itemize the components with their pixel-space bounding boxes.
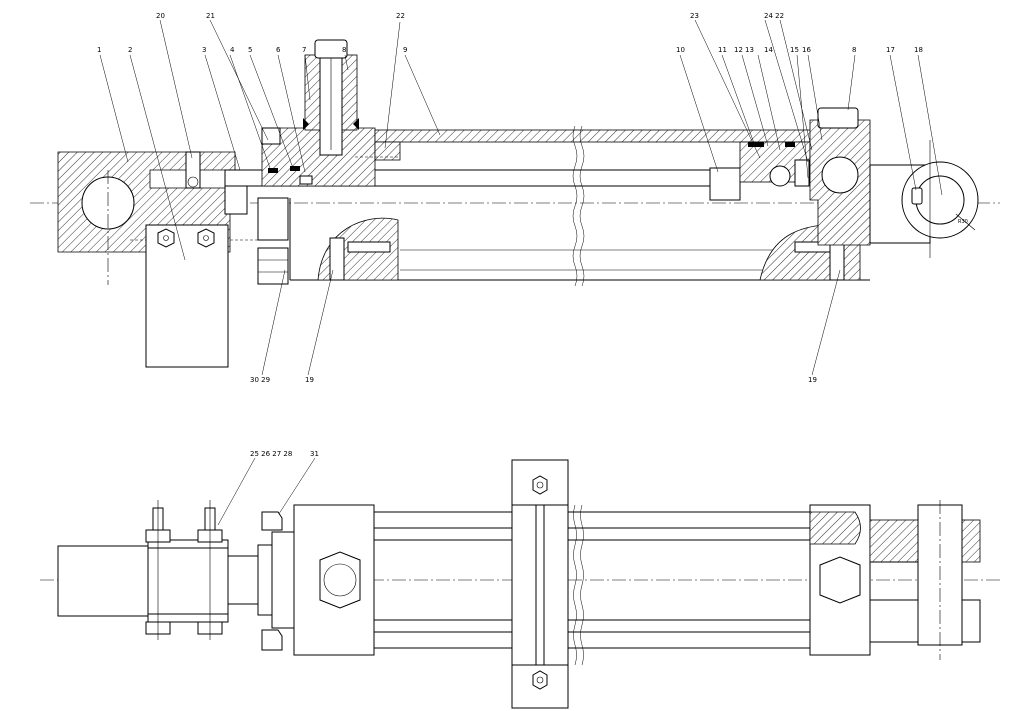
- callout-20: 20: [156, 12, 165, 20]
- hex-nut-bottom: [532, 670, 548, 690]
- callout-19-left: 19: [305, 376, 314, 384]
- callout-23: 23: [690, 12, 699, 20]
- tie-rod-nut-top: [261, 511, 283, 531]
- callout-15: 15: [790, 46, 799, 54]
- dimension-r30: R30: [958, 219, 968, 225]
- hex-bolt-head: [157, 228, 175, 248]
- part-9-cylinder-barrel: [374, 129, 821, 143]
- callout-18: 18: [914, 46, 923, 54]
- leader-lines: [99, 19, 943, 526]
- callout-25-28: 25 26 27 28: [250, 450, 292, 458]
- callout-9: 9: [403, 46, 407, 54]
- rod-gland-nut: [257, 197, 289, 241]
- left-rod-end-block: [57, 545, 149, 617]
- bottom-external-view: [40, 459, 1000, 709]
- nut-part-4: [261, 127, 281, 145]
- callout-19-right: 19: [808, 376, 817, 384]
- callout-21: 21: [206, 12, 215, 20]
- callout-11: 11: [718, 46, 727, 54]
- top-section-view: R30: [30, 39, 1000, 368]
- callout-16: 16: [802, 46, 811, 54]
- tie-rod-screw-left: [329, 237, 345, 281]
- part-10-nut: [709, 167, 741, 201]
- callout-2: 2: [128, 46, 132, 54]
- part-17-clip: [911, 187, 923, 205]
- callout-labels: 1 2 3 4 5 6 7 8 9 20 21 22 10 11 12 13 1…: [97, 12, 923, 458]
- part-8-plug-right: [817, 107, 859, 129]
- callout-31: 31: [310, 450, 319, 458]
- rear-port-hex-plug: [819, 556, 861, 604]
- callout-22: 22: [396, 12, 405, 20]
- callout-12: 12: [734, 46, 743, 54]
- callout-17: 17: [886, 46, 895, 54]
- part-30-nut: [257, 247, 289, 285]
- port-hex-plug: [319, 551, 361, 609]
- callout-13: 13: [745, 46, 754, 54]
- rod-end-stub: [224, 185, 248, 215]
- callout-1: 1: [97, 46, 101, 54]
- callout-14: 14: [764, 46, 773, 54]
- callout-8-right: 8: [852, 46, 856, 54]
- gland-ring: [257, 544, 273, 616]
- callout-5: 5: [248, 46, 252, 54]
- callout-7: 7: [302, 46, 306, 54]
- hex-nut-top: [532, 475, 548, 495]
- part-20-set-screw: [185, 151, 201, 189]
- gland-flange: [271, 531, 295, 629]
- tie-rod-nut-bottom: [261, 629, 283, 651]
- callout-30-29: 30 29: [250, 376, 270, 384]
- rod-section: [227, 555, 259, 605]
- callout-4: 4: [230, 46, 235, 54]
- callout-8-left: 8: [342, 46, 346, 54]
- barrel-front-shoulder: [374, 141, 401, 161]
- callout-3: 3: [202, 46, 206, 54]
- hex-bolt-head: [197, 228, 215, 248]
- callout-10: 10: [676, 46, 685, 54]
- tie-rod-end-section: [809, 511, 861, 545]
- callout-6: 6: [276, 46, 281, 54]
- left-clamp: [147, 539, 229, 623]
- part-2-mount-plate: [145, 224, 229, 368]
- callout-24-22: 24 22: [764, 12, 784, 20]
- middle-support-bracket: [511, 459, 569, 709]
